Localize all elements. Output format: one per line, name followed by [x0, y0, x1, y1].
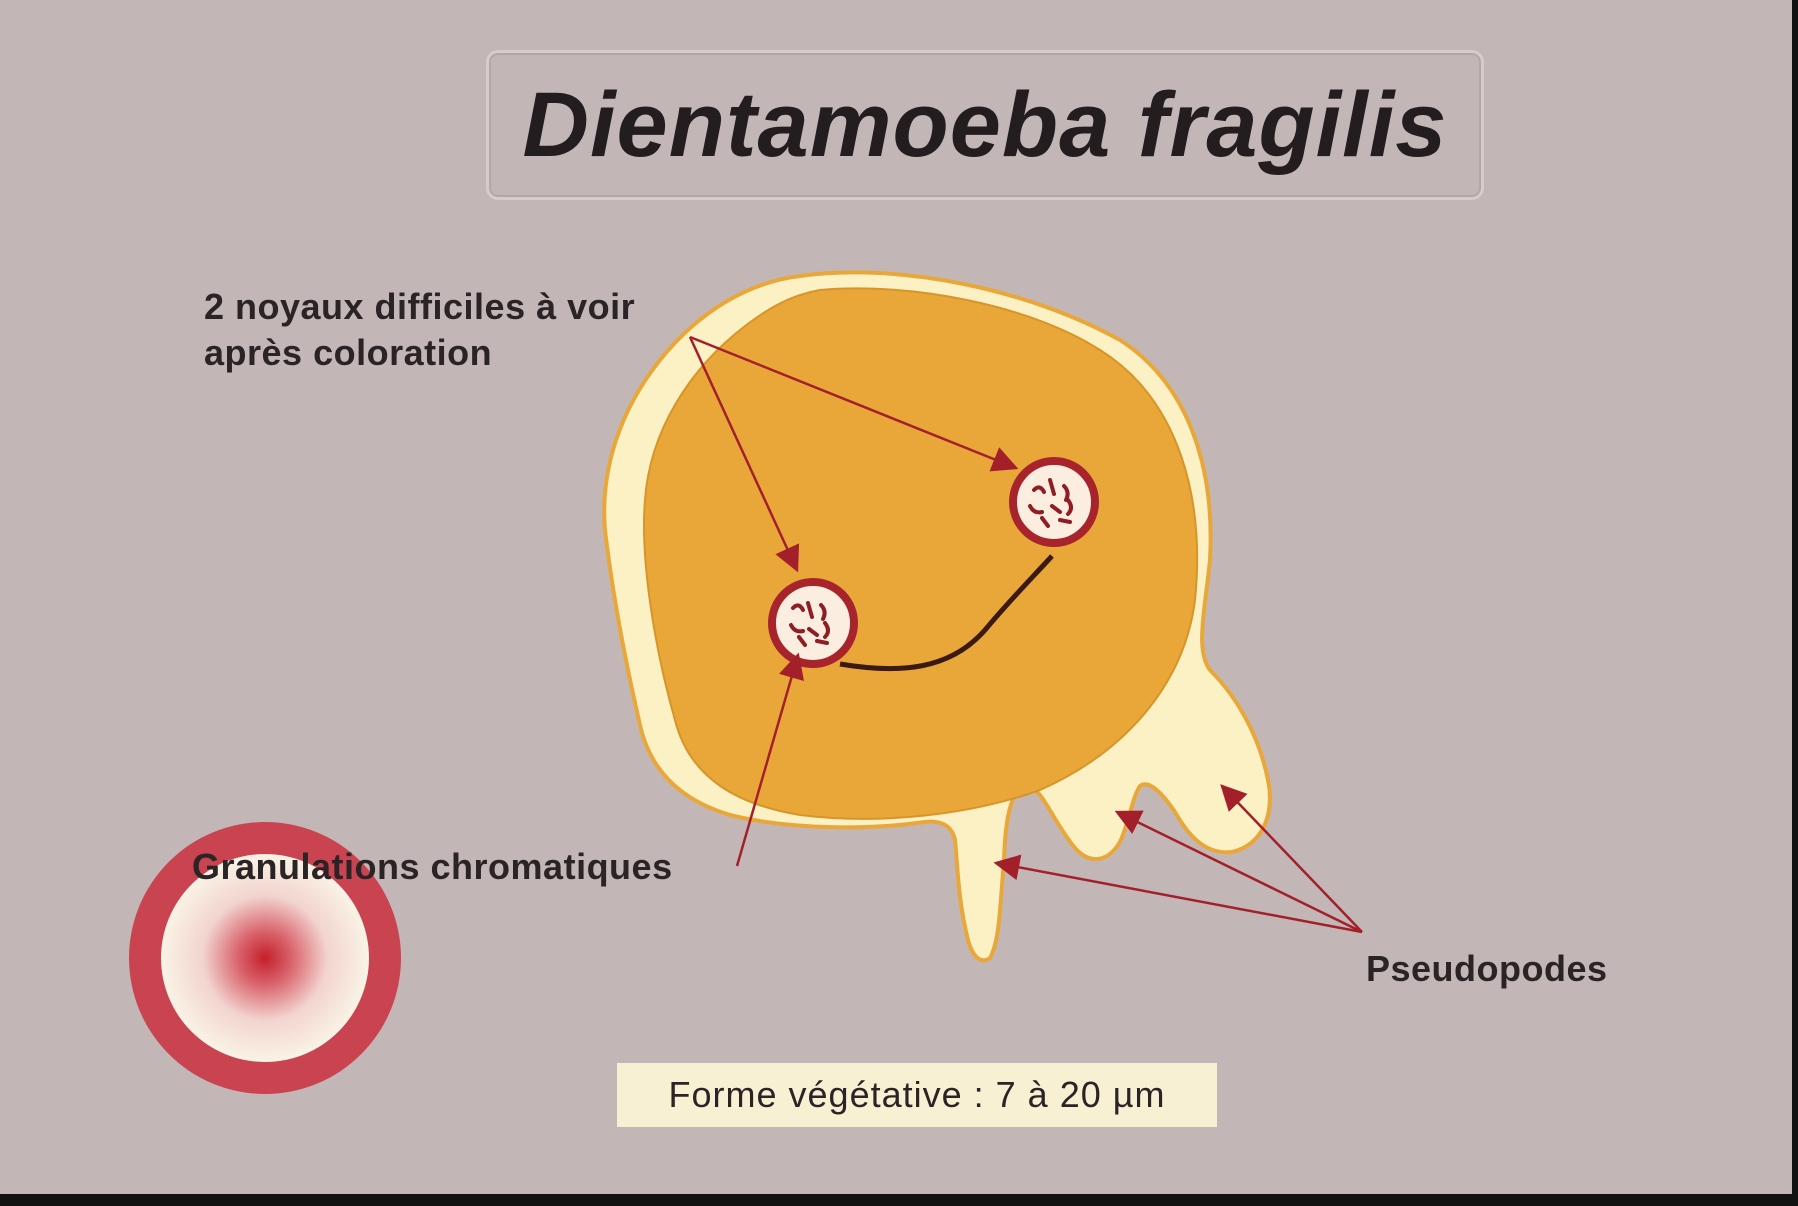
pseudopods-label: Pseudopodes: [1366, 948, 1608, 989]
title-frame: Dientamoeba fragilis: [486, 50, 1484, 200]
page-title: Dientamoeba fragilis: [522, 73, 1448, 176]
granulations-label: Granulations chromatiques: [192, 846, 673, 887]
scale-caption: Forme végétative : 7 à 20 µm: [668, 1074, 1166, 1115]
arrow-to-granulations: [735, 652, 804, 867]
centrodesmus: [839, 554, 1054, 672]
arrow-to-nucleus-left: [688, 336, 800, 573]
nucleus-right: [1009, 457, 1099, 547]
nuclei-label-line2: après coloration: [204, 332, 493, 373]
nuclei-label-line1: 2 noyaux difficiles à voir: [204, 286, 636, 327]
arrow-to-pseudopod-3: [1220, 784, 1363, 933]
nuclei-label: 2 noyaux difficiles à voir après colorat…: [204, 284, 635, 376]
target-emblem: [129, 822, 401, 1094]
arrow-to-nucleus-right: [689, 335, 1019, 472]
arrow-to-pseudopod-2: [1114, 810, 1363, 934]
nucleus-left: [768, 578, 858, 668]
arrow-to-pseudopod-1: [993, 854, 1363, 934]
scale-caption-box: Forme végétative : 7 à 20 µm: [617, 1063, 1217, 1127]
cytoplasm: [643, 287, 1199, 820]
